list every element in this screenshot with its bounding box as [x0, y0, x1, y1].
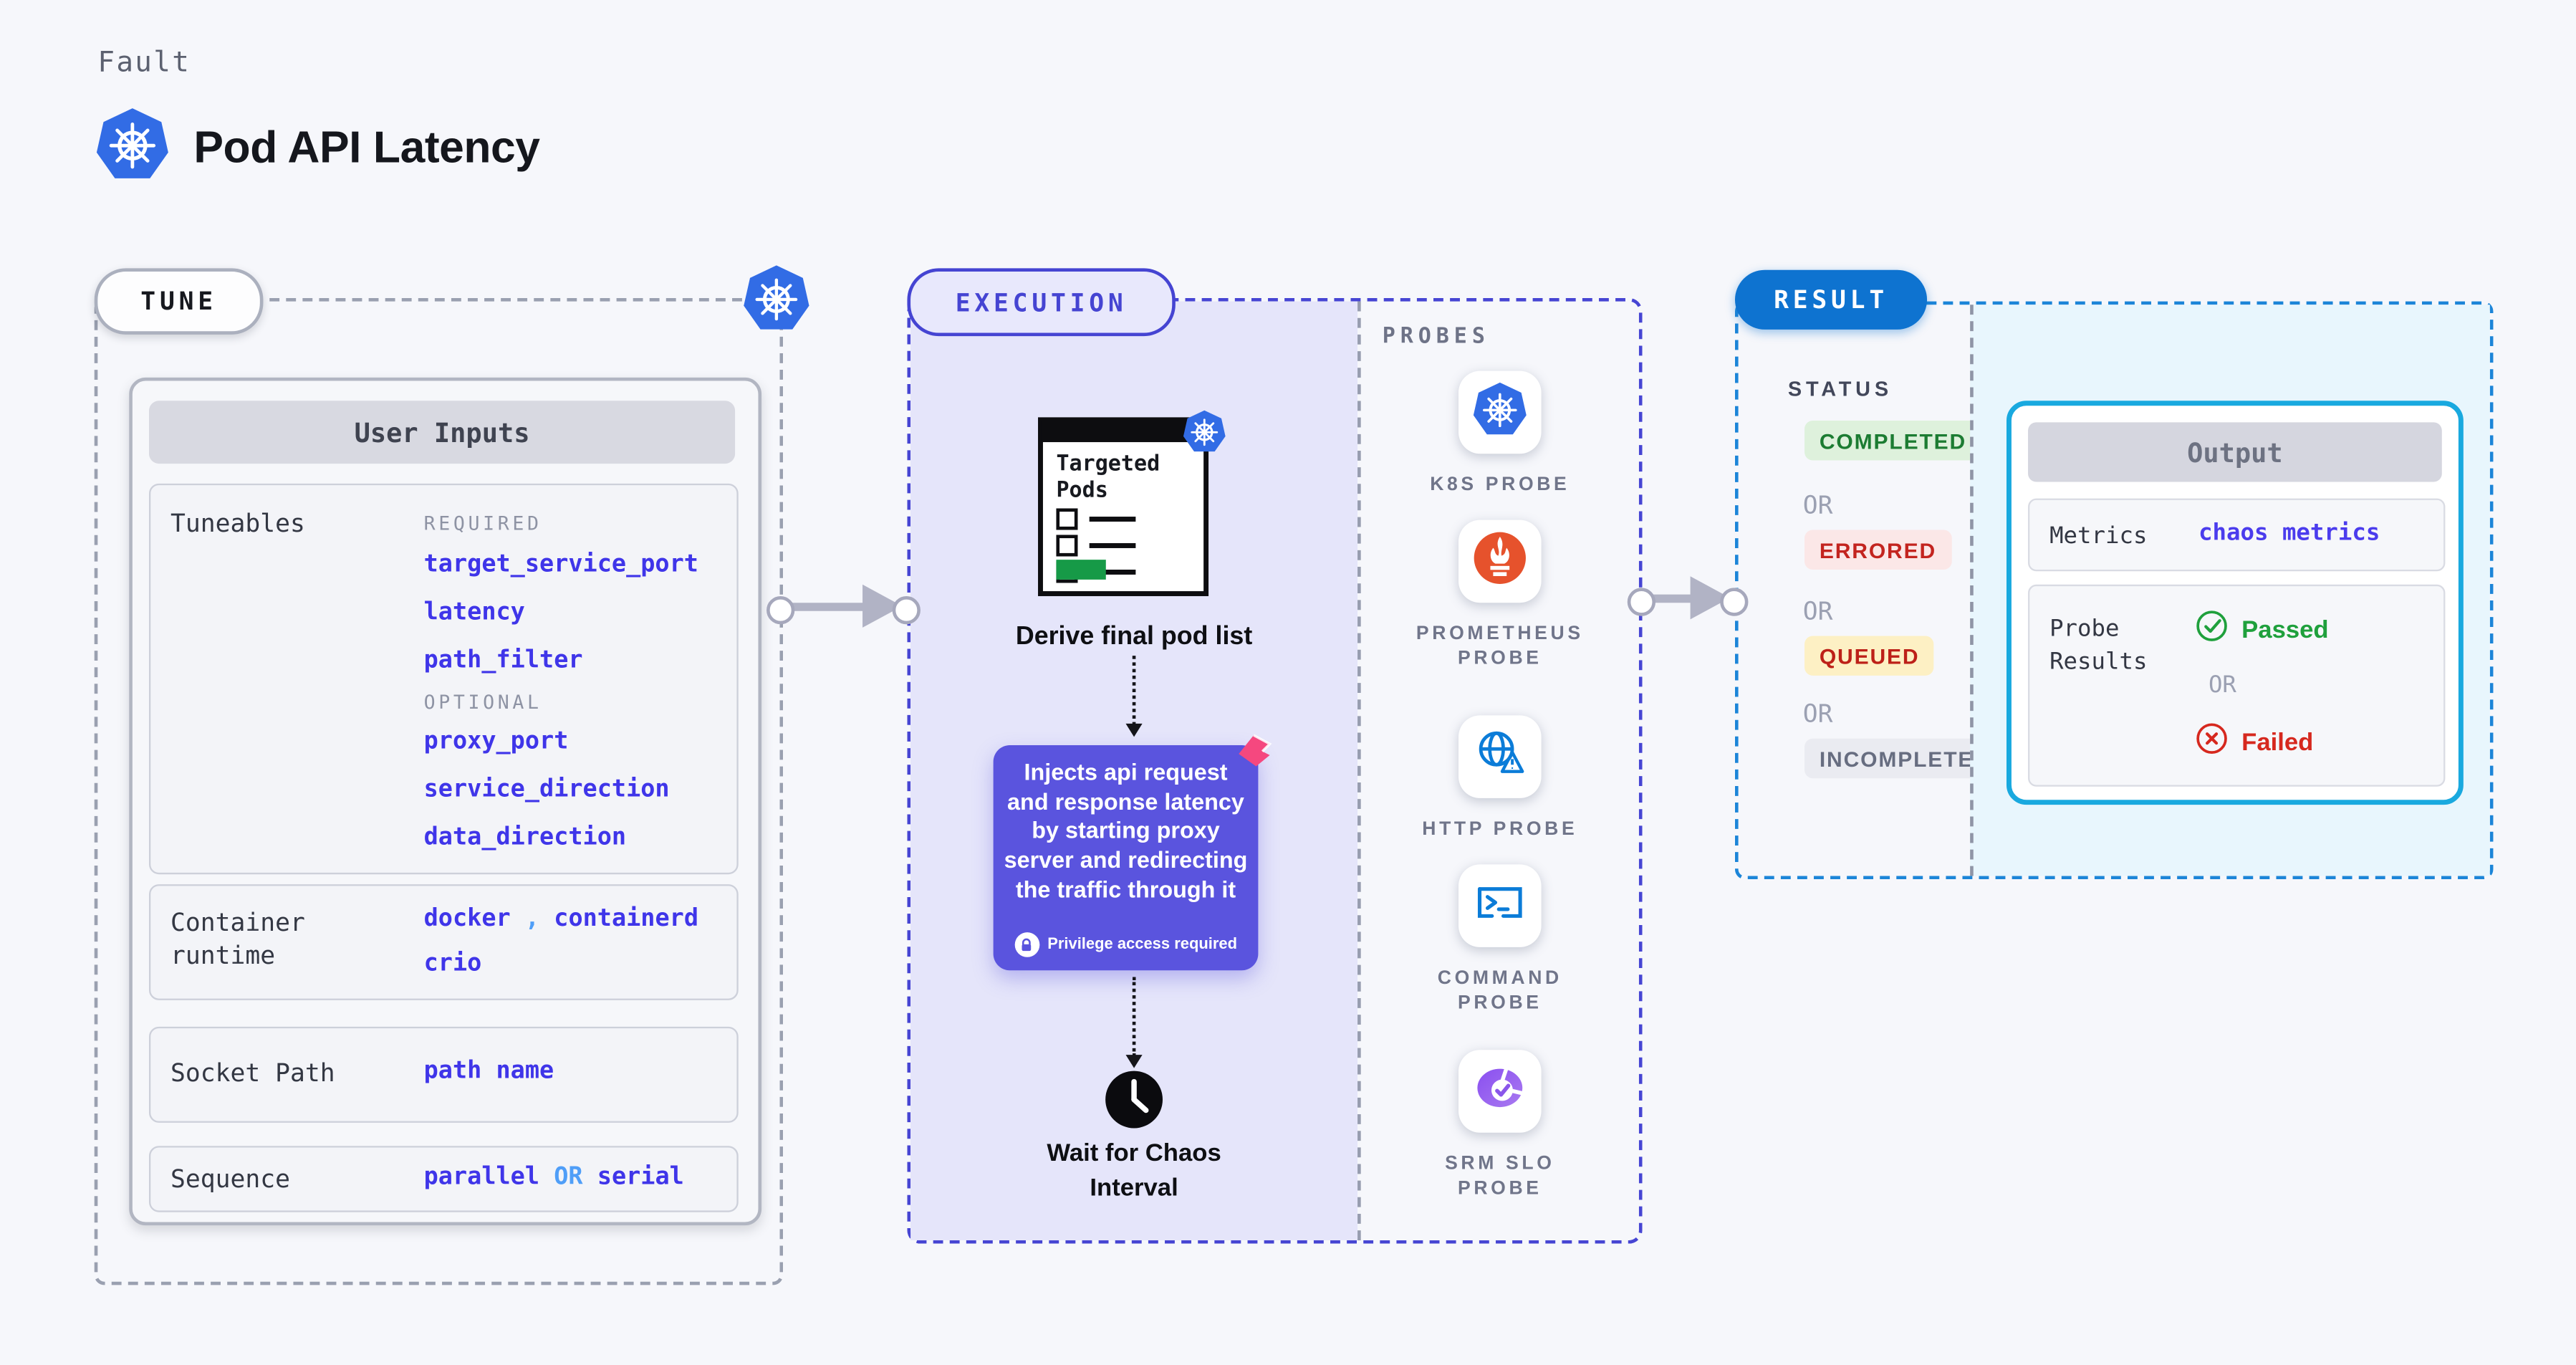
probes-panel: PROBES K8S PROBE PROMETHEUS PROBE — [1357, 301, 1639, 1240]
progress-bar — [1056, 560, 1106, 580]
flow-arrow-down — [1125, 656, 1143, 737]
socket-path-row: Socket Path path name — [148, 1026, 739, 1123]
socket-path-value: path name — [423, 1058, 554, 1085]
tuneable-required-1: latency — [423, 599, 525, 626]
result-pill: RESULT — [1734, 269, 1928, 330]
tuneable-required-0: target_service_port — [423, 551, 698, 578]
tune-section — [94, 297, 784, 1285]
output-header: Output — [2028, 422, 2442, 482]
kubernetes-icon — [1471, 380, 1529, 444]
runtime-docker: docker — [423, 906, 511, 933]
or-label: OR — [1802, 699, 1833, 729]
tuneables-row: Tuneables REQUIRED target_service_port l… — [148, 483, 739, 875]
kubernetes-icon — [1182, 409, 1227, 454]
runtime-separator: , — [524, 906, 540, 933]
probes-title: PROBES — [1382, 324, 1490, 350]
status-badge-queued: QUEUED — [1804, 636, 1935, 676]
lock-icon — [1014, 932, 1039, 957]
probe-label: PROMETHEUS PROBE — [1416, 624, 1584, 669]
output-card: Output Metrics chaos metrics Probe Resul… — [2006, 401, 2464, 805]
http-probe-card — [1458, 715, 1542, 798]
sequence-label: Sequence — [170, 1164, 291, 1194]
status-badge-completed: COMPLETED — [1804, 421, 1981, 461]
optional-label: OPTIONAL — [423, 690, 542, 714]
output-panel: Output Metrics chaos metrics Probe Resul… — [1970, 305, 2490, 876]
sequence-row: Sequence parallel OR serial — [148, 1146, 739, 1212]
probe-label: HTTP PROBE — [1422, 819, 1578, 840]
tuneables-label: Tuneables — [170, 508, 305, 539]
metrics-row: Metrics chaos metrics — [2028, 498, 2446, 572]
runtime-crio: crio — [423, 950, 482, 977]
privilege-row: Privilege access required — [994, 932, 1259, 957]
chaos-fault-icon — [1235, 730, 1274, 770]
sequence-serial: serial — [597, 1164, 684, 1191]
execution-pill: EXECUTION — [907, 268, 1176, 337]
probe-label: K8S PROBE — [1430, 475, 1570, 496]
user-inputs-header: User Inputs — [148, 401, 736, 464]
metrics-label: Metrics — [2049, 523, 2148, 550]
inject-latency-text: Injects api request and response latency… — [1004, 758, 1248, 902]
tune-pill: TUNE — [94, 268, 264, 335]
runtime-containerd: containerd — [554, 906, 699, 933]
or-label: OR — [1802, 490, 1833, 520]
privilege-label: Privilege access required — [1047, 935, 1238, 954]
wait-chaos-interval-label: Wait for Chaos Interval — [1047, 1139, 1221, 1202]
probe-label: COMMAND PROBE — [1437, 968, 1562, 1014]
failed-result: Failed — [2195, 722, 2313, 764]
targeted-pods-illustration: Targeted Pods — [1038, 409, 1227, 596]
passed-label: Passed — [2241, 616, 2329, 644]
probe-results-label: Probe Results — [2049, 616, 2148, 676]
fault-eyebrow: Fault — [97, 46, 191, 80]
or-label: OR — [2208, 672, 2236, 699]
passed-result: Passed — [2195, 609, 2329, 651]
status-header: STATUS — [1787, 377, 1893, 401]
probe-results-row: Probe Results Passed OR Failed — [2028, 584, 2446, 787]
flow-arrow-down — [1125, 977, 1143, 1068]
clock-icon — [1104, 1070, 1163, 1129]
x-circle-icon — [2195, 722, 2228, 764]
inject-latency-card: Injects api request and response latency… — [993, 734, 1272, 971]
terminal-icon — [1472, 873, 1529, 938]
page-title: Pod API Latency — [193, 123, 540, 173]
socket-path-label: Socket Path — [170, 1058, 335, 1088]
sequence-parallel: parallel — [423, 1164, 540, 1191]
prometheus-probe-card — [1458, 519, 1542, 603]
tuneable-optional-0: proxy_port — [423, 728, 569, 755]
tuneable-required-2: path_filter — [423, 647, 583, 674]
command-probe-card — [1458, 864, 1542, 947]
sequence-values: parallel OR serial — [424, 1164, 684, 1191]
k8s-probe-card — [1458, 370, 1542, 454]
tuneable-optional-1: service_direction — [423, 776, 670, 803]
srm-slo-pie-check-icon — [1470, 1059, 1529, 1124]
user-inputs-card: User Inputs Tuneables REQUIRED target_se… — [129, 377, 762, 1226]
targeted-pods-title: Targeted Pods — [1056, 451, 1160, 504]
container-runtime-values: docker , containerd — [424, 906, 698, 932]
result-section: STATUS COMPLETED OR ERRORED OR QUEUED OR… — [1734, 301, 2494, 880]
kubernetes-icon — [741, 263, 811, 332]
sequence-or: OR — [554, 1164, 583, 1191]
execution-section: Targeted Pods Derive final pod list Inje… — [907, 297, 1643, 1244]
prometheus-icon — [1472, 529, 1529, 593]
failed-label: Failed — [2241, 728, 2314, 757]
container-runtime-row: Container runtime docker , containerd cr… — [148, 884, 739, 1000]
metrics-value: chaos metrics — [2198, 519, 2380, 547]
srm-slo-probe-card — [1458, 1050, 1542, 1133]
probe-label: SRM SLO PROBE — [1445, 1154, 1555, 1199]
kubernetes-icon — [95, 106, 170, 191]
clipboard-top-bar — [1041, 421, 1206, 443]
required-label: REQUIRED — [423, 512, 542, 535]
tuneable-optional-2: data_direction — [423, 824, 627, 851]
http-globe-warning-icon — [1472, 724, 1529, 789]
status-badge-errored: ERRORED — [1804, 530, 1951, 570]
derive-pod-list-label: Derive final pod list — [1015, 622, 1253, 651]
container-runtime-label: Container runtime — [170, 907, 305, 971]
or-label: OR — [1802, 595, 1833, 626]
check-circle-icon — [2195, 609, 2228, 651]
page-title-row: Pod API Latency — [95, 106, 540, 191]
execution-flow-panel: Targeted Pods Derive final pod list Inje… — [910, 301, 1358, 1240]
